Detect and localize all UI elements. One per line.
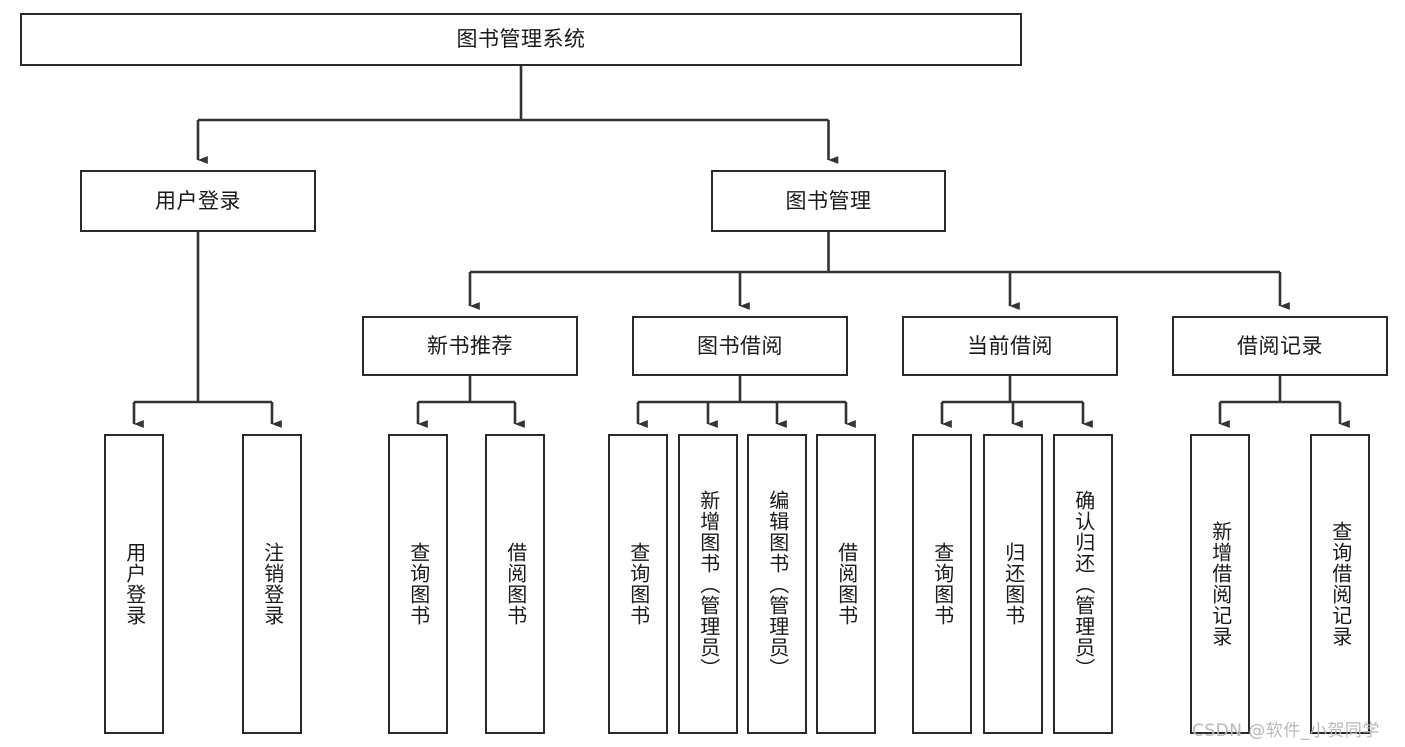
node-label: 编辑图书（管理员） [765, 489, 790, 679]
node-label: 查询借阅记录 [1328, 521, 1353, 647]
node-label: 注销登录 [260, 542, 285, 626]
node-label: 借阅记录 [1237, 333, 1323, 358]
node-borrow-records[interactable]: 借阅记录 [1172, 316, 1388, 376]
node-label: 借阅图书 [503, 542, 528, 626]
leaf-current-confirm-return-admin[interactable]: 确认归还（管理员） [1053, 434, 1113, 734]
node-label: 当前借阅 [967, 333, 1053, 358]
leaf-newbook-borrow-book[interactable]: 借阅图书 [485, 434, 545, 734]
node-label: 查询图书 [930, 542, 955, 626]
node-user-login[interactable]: 用户登录 [80, 170, 316, 232]
node-label: 新增图书（管理员） [696, 489, 721, 679]
leaf-record-add-borrow-record[interactable]: 新增借阅记录 [1190, 434, 1250, 734]
node-label: 图书管理 [785, 188, 872, 213]
leaf-current-query-book[interactable]: 查询图书 [912, 434, 972, 734]
node-label: 查询图书 [626, 542, 651, 626]
node-label: 归还图书 [1001, 542, 1026, 626]
leaf-current-return-book[interactable]: 归还图书 [983, 434, 1043, 734]
node-current-borrow[interactable]: 当前借阅 [902, 316, 1118, 376]
node-label: 用户登录 [122, 542, 147, 626]
node-new-book-recommend[interactable]: 新书推荐 [362, 316, 578, 376]
leaf-borrow-borrow-book[interactable]: 借阅图书 [816, 434, 876, 734]
node-label: 图书借阅 [697, 333, 783, 358]
node-book-borrow[interactable]: 图书借阅 [632, 316, 848, 376]
leaf-borrow-edit-book-admin[interactable]: 编辑图书（管理员） [747, 434, 807, 734]
node-label: 用户登录 [155, 188, 241, 213]
leaf-user-login[interactable]: 用户登录 [104, 434, 164, 734]
leaf-newbook-query-book[interactable]: 查询图书 [388, 434, 448, 734]
node-label: 图书管理系统 [456, 27, 586, 52]
leaf-borrow-add-book-admin[interactable]: 新增图书（管理员） [678, 434, 738, 734]
leaf-user-logout[interactable]: 注销登录 [242, 434, 302, 734]
node-label: 新书推荐 [427, 333, 513, 358]
node-root-system[interactable]: 图书管理系统 [20, 13, 1022, 66]
node-label: 借阅图书 [834, 542, 859, 626]
node-label: 新增借阅记录 [1208, 521, 1233, 647]
node-label: 查询图书 [406, 542, 431, 626]
node-book-management[interactable]: 图书管理 [711, 170, 946, 232]
leaf-borrow-query-book[interactable]: 查询图书 [608, 434, 668, 734]
leaf-record-query-borrow-record[interactable]: 查询借阅记录 [1310, 434, 1370, 734]
node-label: 确认归还（管理员） [1071, 489, 1096, 679]
